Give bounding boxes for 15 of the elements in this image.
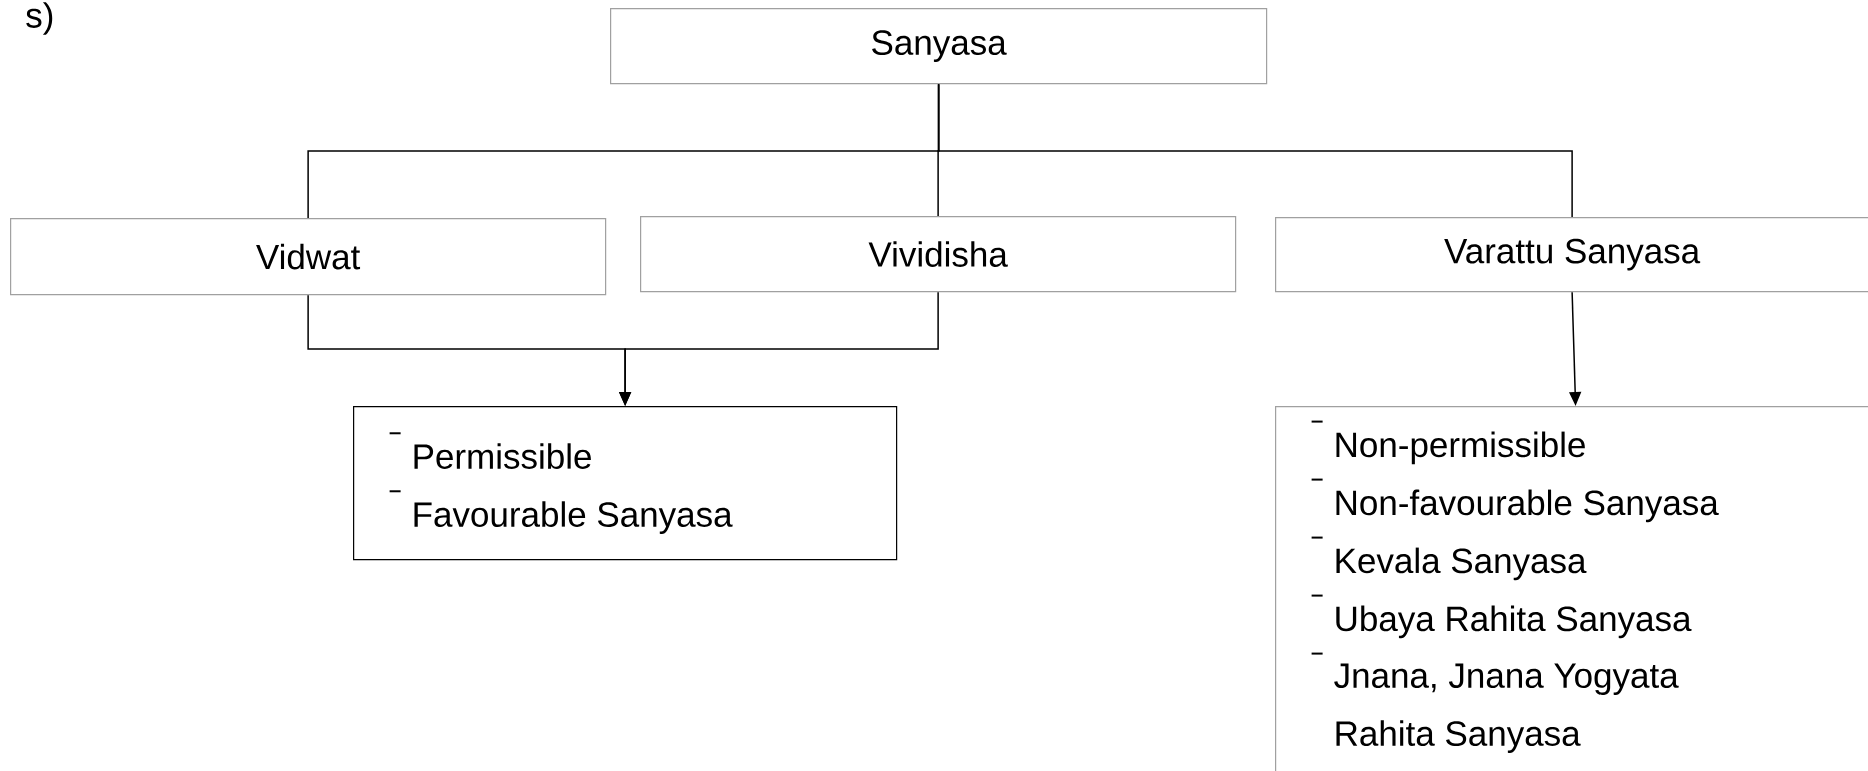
list-item: Kevala Sanyasa xyxy=(1310,536,1587,581)
list-item: Permissible xyxy=(388,432,591,469)
category-box: Vidwat xyxy=(10,218,607,296)
list-item: Favourable Sanyasa xyxy=(388,490,733,534)
category-box: Varattu Sanyasa xyxy=(1275,217,1868,293)
list-item: Non-permissible xyxy=(1310,420,1585,465)
list-box xyxy=(1275,406,1868,771)
panel-label: s) xyxy=(26,2,53,35)
list-item: Ubaya Rahita Sanyasa xyxy=(1310,594,1692,639)
category-box: Vividisha xyxy=(640,216,1237,293)
list-box xyxy=(353,406,898,561)
connector xyxy=(937,83,1573,218)
category-box: Sanyasa xyxy=(610,8,1268,85)
list-item: Jnana, Jnana Yogyata Rahita Sanyasa xyxy=(1310,652,1679,753)
list-item: Non-favourable Sanyasa xyxy=(1310,478,1719,523)
